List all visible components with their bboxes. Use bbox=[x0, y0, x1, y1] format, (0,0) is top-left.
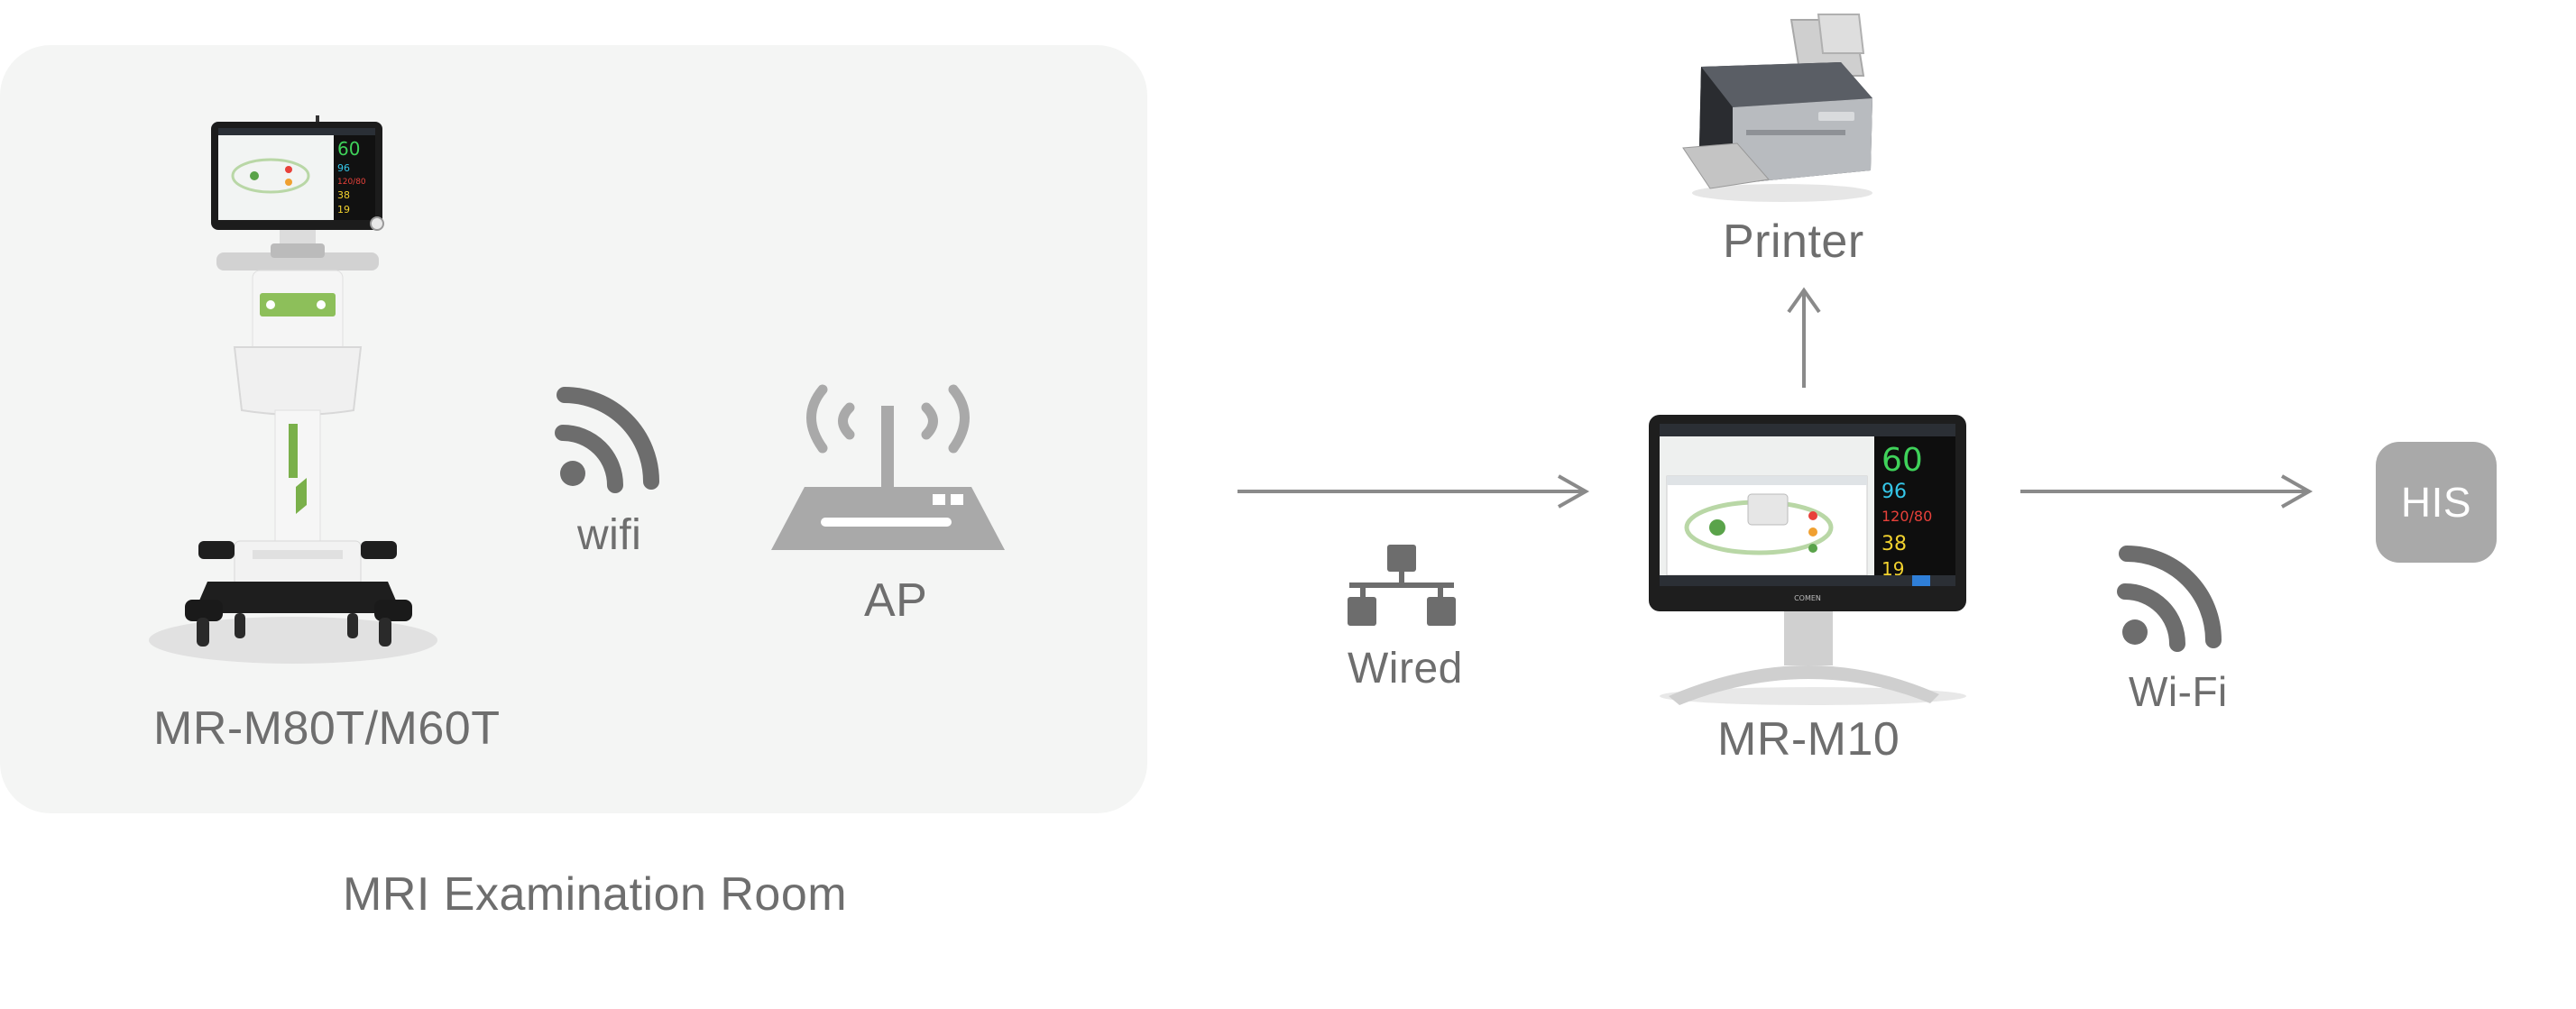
patient-monitor-cart-icon: 60 96 120/80 38 19 bbox=[149, 115, 437, 664]
resp-reading: 19 bbox=[337, 204, 350, 216]
wifi-label: wifi bbox=[577, 511, 642, 559]
mr-m10-label: MR-M10 bbox=[1717, 713, 1900, 766]
mr-m80t-label: MR-M80T/M60T bbox=[153, 702, 501, 755]
wifi-his-label: Wi-Fi bbox=[2129, 668, 2228, 715]
his-node: HIS bbox=[2376, 442, 2497, 563]
m10-hr-reading: 60 bbox=[1881, 442, 1923, 479]
printer-label: Printer bbox=[1723, 216, 1864, 268]
wifi-icon bbox=[555, 387, 659, 493]
his-label: HIS bbox=[2400, 479, 2472, 526]
m10-nibp-reading: 120/80 bbox=[1881, 508, 1932, 525]
monitor-icon: 60 96 120/80 38 19 COMEN bbox=[1649, 415, 1966, 705]
wired-label: Wired bbox=[1348, 645, 1463, 693]
m10-temp-reading: 38 bbox=[1881, 533, 1907, 555]
access-point-icon bbox=[771, 384, 1005, 550]
ap-label: AP bbox=[864, 574, 928, 627]
m10-spo2-reading: 96 bbox=[1881, 481, 1907, 503]
printer-arrow bbox=[1787, 287, 1821, 388]
hr-reading: 60 bbox=[337, 138, 360, 160]
m10-brand: COMEN bbox=[1794, 594, 1821, 602]
mri-room-label: MRI Examination Room bbox=[343, 868, 848, 921]
wired-arrow bbox=[1237, 474, 1590, 509]
wifi-icon bbox=[2117, 546, 2222, 652]
spo2-reading: 96 bbox=[337, 162, 350, 174]
network-icon bbox=[1348, 545, 1456, 626]
printer-icon bbox=[1682, 14, 1872, 202]
his-arrow bbox=[2020, 474, 2314, 509]
temp-reading: 38 bbox=[337, 189, 350, 201]
nibp-reading: 120/80 bbox=[337, 178, 366, 187]
